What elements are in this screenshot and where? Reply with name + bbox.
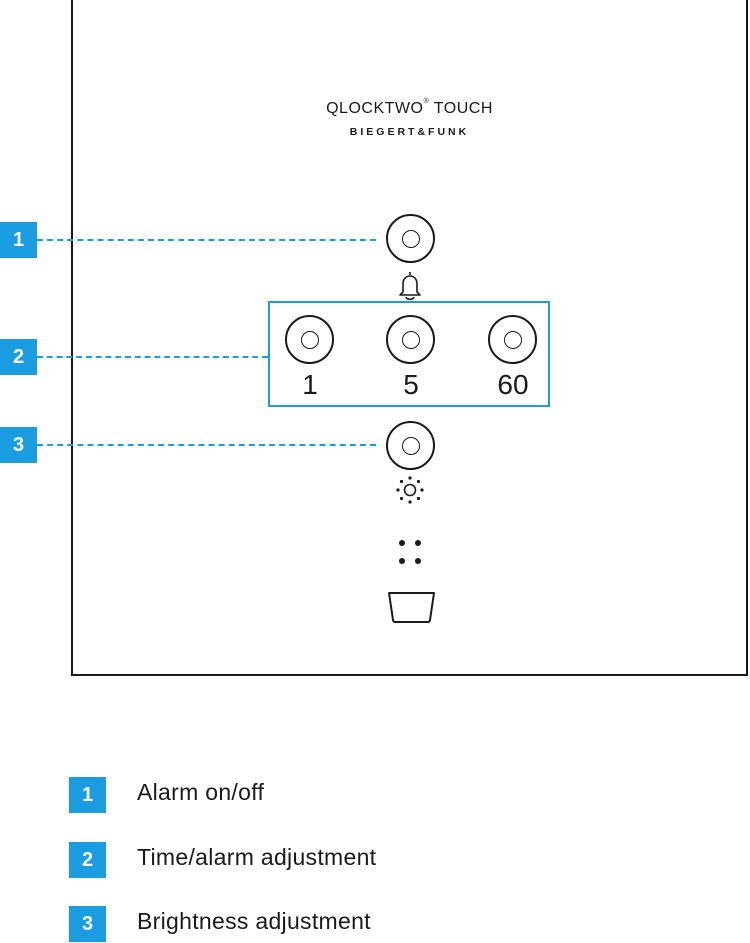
- brightness-button[interactable]: [386, 421, 435, 470]
- leader-line-2: [37, 356, 268, 358]
- time-adjust-group: [268, 301, 550, 407]
- legend-badge-2: 2: [69, 842, 106, 878]
- legend-label-3: Brightness adjustment: [137, 908, 371, 934]
- leader-line-1: [37, 239, 376, 241]
- callout-2: 2: [0, 339, 37, 375]
- button-center: [401, 330, 420, 349]
- legend-badge-1: 1: [69, 777, 106, 813]
- button-center: [401, 229, 420, 248]
- button-center: [401, 436, 420, 455]
- speaker-icon: [399, 540, 421, 564]
- device-panel: QLOCKTWO® TOUCH BIEGERT&FUNK: [71, 0, 748, 676]
- legend-badge-3: 3: [69, 906, 106, 942]
- alarm-button[interactable]: [386, 214, 435, 263]
- sun-icon: [396, 476, 424, 504]
- button-center: [503, 330, 522, 349]
- bell-icon: [399, 272, 421, 301]
- button-center: [300, 330, 319, 349]
- digit-1-label: 1: [302, 369, 318, 400]
- product-title: QLOCKTWO® TOUCH: [326, 98, 493, 117]
- legend-label-2: Time/alarm adjustment: [137, 844, 377, 870]
- callout-3: 3: [0, 427, 37, 463]
- brand-name: BIEGERT&FUNK: [349, 126, 470, 138]
- minute-5-button[interactable]: [386, 315, 435, 364]
- legend-label-1: Alarm on/off: [137, 779, 265, 805]
- leader-line-3: [37, 444, 376, 446]
- callout-1: 1: [0, 222, 37, 258]
- digit-5-label: 5: [403, 369, 419, 400]
- minute-1-button[interactable]: [285, 315, 334, 364]
- minute-60-button[interactable]: [488, 315, 537, 364]
- digit-60-label: 60: [497, 369, 529, 400]
- usb-port-icon: [388, 592, 435, 623]
